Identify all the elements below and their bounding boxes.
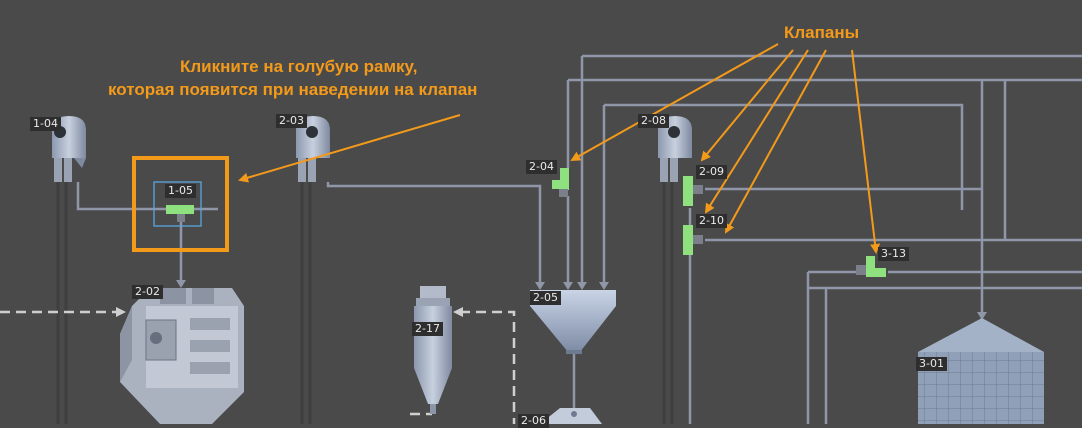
dashed-arrow	[453, 307, 463, 317]
valves-annotation: Клапаны	[784, 23, 860, 42]
label-2-04: 2-04	[526, 160, 557, 174]
label-2-08: 2-08	[638, 114, 669, 128]
cyclone-2-17[interactable]	[414, 286, 452, 414]
valve-2-04[interactable]	[552, 168, 569, 197]
dashed-arrow	[116, 307, 126, 317]
label-2-09: 2-09	[696, 165, 727, 179]
label-2-05: 2-05	[530, 291, 561, 305]
label-3-13: 3-13	[878, 247, 909, 261]
label-2-10: 2-10	[696, 214, 727, 228]
annotation-arrows	[238, 43, 881, 254]
machine-2-02[interactable]	[120, 288, 244, 424]
hopper-2-05[interactable]	[530, 290, 616, 354]
background-pipes	[56, 180, 674, 424]
silo-3-01[interactable]	[918, 318, 1044, 424]
label-3-01: 3-01	[916, 357, 947, 371]
instruction-line-1: Кликните на голубую рамку,	[180, 57, 418, 76]
valve-1-05[interactable]	[153, 181, 202, 227]
valve-3-13[interactable]	[856, 256, 886, 277]
label-2-17: 2-17	[412, 322, 443, 336]
instruction-line-2: которая появится при наведении на клапан	[108, 80, 478, 99]
label-2-06: 2-06	[518, 414, 549, 428]
dashed-lines	[0, 310, 516, 424]
flow-arrows	[176, 280, 987, 320]
label-1-04: 1-04	[30, 117, 61, 131]
pipes	[76, 54, 1082, 424]
label-2-02: 2-02	[132, 285, 163, 299]
label-2-03: 2-03	[276, 114, 307, 128]
highlight-frame	[132, 156, 229, 252]
label-1-05: 1-05	[165, 184, 196, 198]
unit-2-06[interactable]	[540, 408, 602, 424]
valve-2-10[interactable]	[683, 225, 703, 255]
valve-2-09[interactable]	[683, 176, 703, 206]
